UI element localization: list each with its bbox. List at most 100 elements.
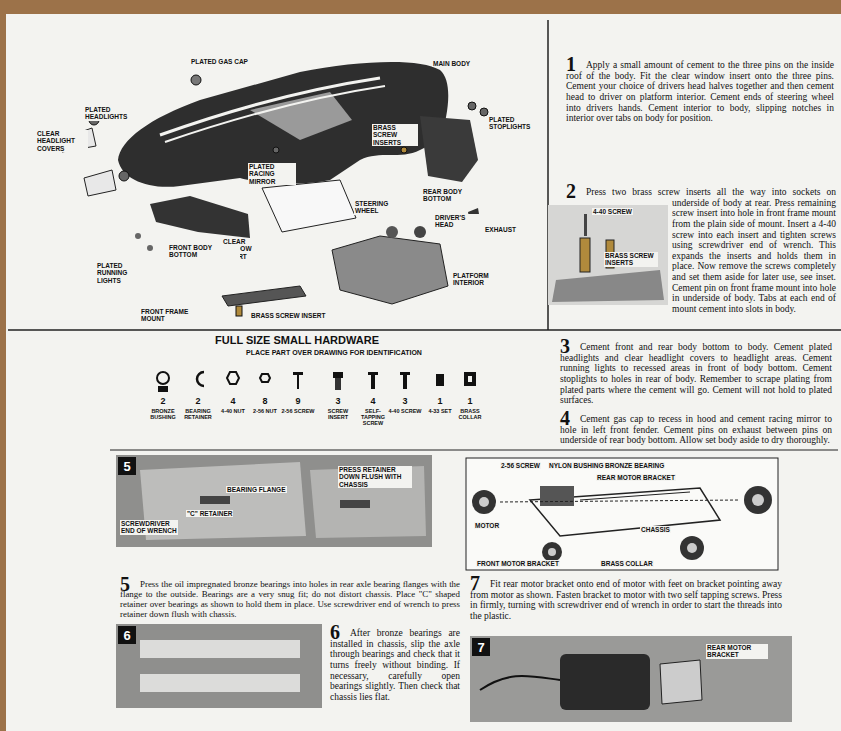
hardware-name: 4-40 NUT <box>215 408 251 414</box>
illustration-part <box>552 270 664 302</box>
chassis-diagram <box>466 458 778 570</box>
illustration-part <box>548 205 668 305</box>
step-5-photo <box>116 455 432 547</box>
part-label: BRASS COLLAR <box>600 560 654 567</box>
car-exploded-view <box>58 62 488 316</box>
part-label: MAIN BODY <box>432 60 471 67</box>
part-label: PLATED HEADLIGHTS <box>84 106 132 121</box>
illustration-part <box>400 372 410 375</box>
illustration-part <box>479 497 489 507</box>
part-label: CHASSIS <box>640 526 671 533</box>
illustration-part <box>480 108 488 116</box>
part-label: BRASS SCREW INSERTS <box>604 252 658 267</box>
hardware-name: SELF-TAPPING SCREW <box>355 408 391 426</box>
part-label: DRIVER'S HEAD <box>434 214 480 229</box>
illustration-part <box>468 376 472 382</box>
heading: FULL SIZE SMALL HARDWARE <box>215 334 379 346</box>
step-7-photo <box>470 636 792 722</box>
illustration-part <box>436 374 444 386</box>
hardware-name: 4-33 SET <box>422 408 458 414</box>
step-text: After bronze bearings are installed in c… <box>330 628 460 702</box>
part-label: FRONT BODY BOTTOM <box>168 244 240 259</box>
inset-photo <box>548 205 668 305</box>
step-6-photo <box>116 624 322 708</box>
illustration-part <box>236 306 242 316</box>
illustration-part <box>580 238 590 272</box>
step-text: Apply a small amount of cement to the th… <box>566 60 834 124</box>
part-label: 4-40 SCREW <box>592 208 633 215</box>
illustration-part <box>222 286 306 306</box>
part-label: REAR MOTOR BRACKET <box>596 474 676 481</box>
illustration-part <box>262 180 356 232</box>
illustration-part <box>150 196 250 238</box>
illustration-part <box>335 378 341 390</box>
illustration-part <box>293 372 303 375</box>
step-number: 6 <box>123 628 130 643</box>
part-label: EXHAUST <box>484 226 517 233</box>
hardware-count: 4 <box>355 396 391 406</box>
hardware-name: 4-40 SCREW <box>387 408 423 414</box>
part-label: NYLON BUSHING <box>548 462 605 469</box>
illustration-part <box>420 116 478 182</box>
part-label: REAR MOTOR BRACKET <box>706 644 768 659</box>
hardware-name: 2-56 NUT <box>247 408 283 414</box>
illustration-part <box>118 62 448 187</box>
illustration-part <box>200 496 230 504</box>
illustration-part <box>116 624 322 708</box>
part-label: MOTOR <box>474 522 500 529</box>
illustration-part <box>135 233 141 239</box>
hardware-count: 1 <box>422 396 458 406</box>
illustration-part <box>480 676 560 690</box>
illustration-part <box>687 543 697 553</box>
illustration-part <box>147 245 153 251</box>
hardware-name: BRASS COLLAR <box>452 408 488 420</box>
illustration-part <box>191 75 201 85</box>
illustration-part <box>660 660 702 704</box>
part-label: FRONT MOTOR BRACKET <box>476 560 560 567</box>
part-label: PLATED GAS CAP <box>190 58 249 65</box>
step-number: 5 <box>123 459 130 474</box>
part-label: FRONT FRAME MOUNT <box>140 308 202 323</box>
part-label: STEERING WHEEL <box>354 200 398 215</box>
illustration-part <box>500 500 740 502</box>
hardware-name: BRONZE BUSHING <box>145 408 181 420</box>
illustration-part <box>542 542 562 562</box>
illustration-part <box>84 170 116 196</box>
illustration-part <box>464 372 476 386</box>
part-label: PLATFORM INTERIOR <box>452 272 510 287</box>
part-label: PLATED STOPLIGHTS <box>488 116 536 131</box>
illustration-part <box>273 147 279 153</box>
part-label: REAR BODY BOTTOM <box>422 188 476 203</box>
part-label: BRASS SCREW INSERTS <box>372 124 418 146</box>
illustration-part <box>116 455 432 547</box>
illustration-part <box>466 458 778 570</box>
hardware-chart <box>157 372 476 392</box>
step-text: Press the oil impregnated bronze bearing… <box>120 580 460 620</box>
hardware-name: 2-56 SCREW <box>280 408 316 414</box>
illustration-part <box>260 374 270 382</box>
hardware-count: 3 <box>387 396 423 406</box>
illustration-part <box>140 674 300 692</box>
illustration-part <box>584 214 587 236</box>
illustration-part <box>333 372 343 378</box>
illustration-part <box>752 494 764 506</box>
step-text: Cement front and rear body bottom to bod… <box>560 342 832 406</box>
illustration-part <box>165 86 385 142</box>
step-number-box: 7 <box>472 638 490 656</box>
step-text: Press two brass screw inserts all the wa… <box>566 187 836 315</box>
hardware-count: 8 <box>247 396 283 406</box>
illustration-part <box>744 486 772 514</box>
step-number: 7 <box>477 640 484 655</box>
step-text: Cement gas cap to recess in hood and cem… <box>560 414 832 446</box>
part-label: 2-56 SCREW <box>500 462 541 469</box>
illustration-part <box>414 226 426 238</box>
illustration-part <box>332 236 448 304</box>
illustration-part <box>470 636 792 722</box>
illustration-part <box>468 102 476 110</box>
hardware-count: 3 <box>320 396 356 406</box>
illustration-part <box>158 386 168 392</box>
illustration-part <box>119 171 129 181</box>
hardware-count: 2 <box>145 396 181 406</box>
